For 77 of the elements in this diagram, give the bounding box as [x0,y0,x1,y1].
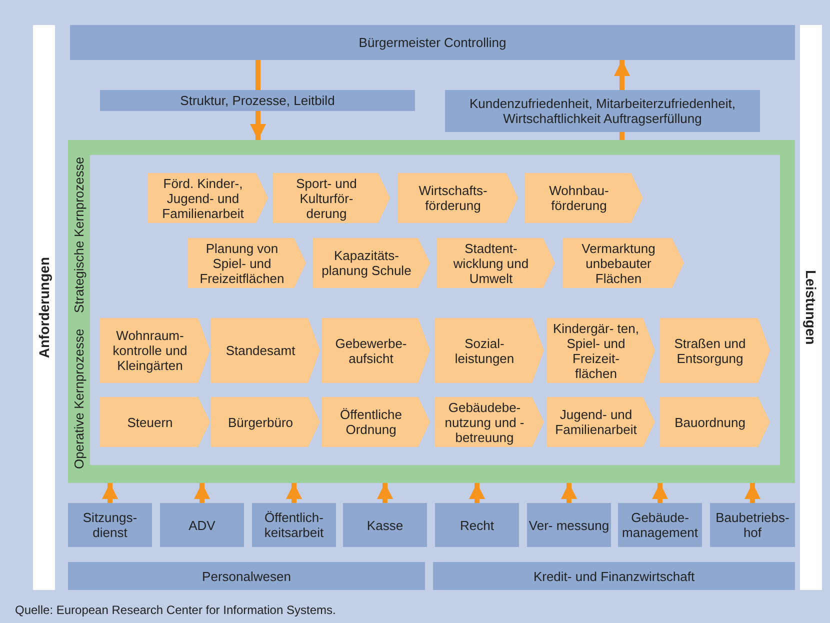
box-label: Vermarktung unbebauter Flächen [580,240,656,286]
box-label: Recht [460,518,494,532]
box-label: Wohnbau- förderung [548,183,610,213]
process-step [100,318,210,383]
process-step [211,318,320,383]
arrow [652,483,668,503]
box-label: Gebäude- management [621,510,699,540]
process-box [435,503,519,547]
process-step [322,397,430,447]
process-step [148,173,268,223]
process-box [70,25,795,60]
box-label: Ver- messung [528,518,610,532]
box-label: Sozial- leistungen [454,336,516,366]
side-label: Anforderungen [36,257,52,358]
process-box [160,503,244,547]
box-label: Standesamt [226,343,296,358]
arrow [102,483,118,503]
box-label: Bürgermeister Controlling [358,35,506,50]
arrow [469,483,485,503]
side-label: Leistungen [803,270,819,345]
caption: Quelle: European Research Center for Information Systems. [15,603,336,617]
box-label: Steuern [127,414,173,430]
arrow [286,483,302,503]
process-step [547,318,655,383]
process-box [618,503,702,547]
edge-label: Kundenzufriedenheit, Mitarbeiterzufriedenheit, Wirtschaftlichkeit Auftragserfüllung [445,90,760,132]
section-label: Strategische Kernprozesse [70,156,88,316]
box-label: ADV [188,518,216,532]
process-step [322,318,430,383]
edge-label: Struktur, Prozesse, Leitbild [100,90,415,111]
process-step [660,318,770,383]
process-box [710,503,795,547]
process-step [398,173,518,223]
process-step [547,397,655,447]
box-label: Baubetriebs- hof [714,510,790,540]
box-label: Bürgerbüro [228,414,294,430]
process-box [252,503,336,547]
box-label: Wohnraum- kontrolle und Kleingärten [112,328,188,373]
process-step [660,397,770,447]
box-label: Planung von Spiel- und Freizeitflächen [198,240,286,286]
box-label: Kasse [366,518,404,532]
process-step [100,397,210,447]
box-label: Kredit- und Finanzwirtschaft [533,568,695,584]
box-label: Sport- und Kulturför- derung [295,176,358,220]
process-step [435,318,544,383]
box-label: Kapazitäts- planung Schule [320,248,412,278]
box-label: Stadtent- wicklung und Umwelt [452,240,530,286]
process-box [527,503,611,547]
process-step [563,238,684,288]
box-label: Personalwesen [202,568,291,584]
box-label: Wirtschafts- förderung [418,183,488,213]
box-label: Förd. Kinder-, Jugend- und Familienarbeit [161,176,245,220]
box-label: Sitzungs- dienst [82,510,138,540]
box-label: Kindergär- ten, Spiel- und Freizeit- flächen [553,320,639,380]
process-step [525,173,643,223]
process-box [68,503,152,547]
box-label: Gebewerbe- aufsicht [334,336,408,366]
box-label: Straßen und Entsorgung [673,336,747,366]
box-label: Jugend- und Familienarbeit [554,407,638,437]
box-label: Gebäudebe- nutzung und -betreuung [444,400,526,444]
box-label: Öffentliche Ordnung [339,407,403,437]
process-step [211,397,320,447]
process-step [435,397,544,447]
arrow [194,483,210,503]
process-box [68,562,425,590]
arrow [561,483,577,503]
arrow [744,483,760,503]
process-box [433,562,795,590]
box-label: Bauordnung [674,414,746,430]
process-step [437,238,555,288]
section-label: Operative Kernprozesse [70,328,88,472]
process-box [343,503,427,547]
box-label: Öffentlich- keitsarbeit [263,510,325,540]
process-step [313,238,430,288]
process-step [273,173,390,223]
process-step [188,238,306,288]
arrow [377,483,393,503]
